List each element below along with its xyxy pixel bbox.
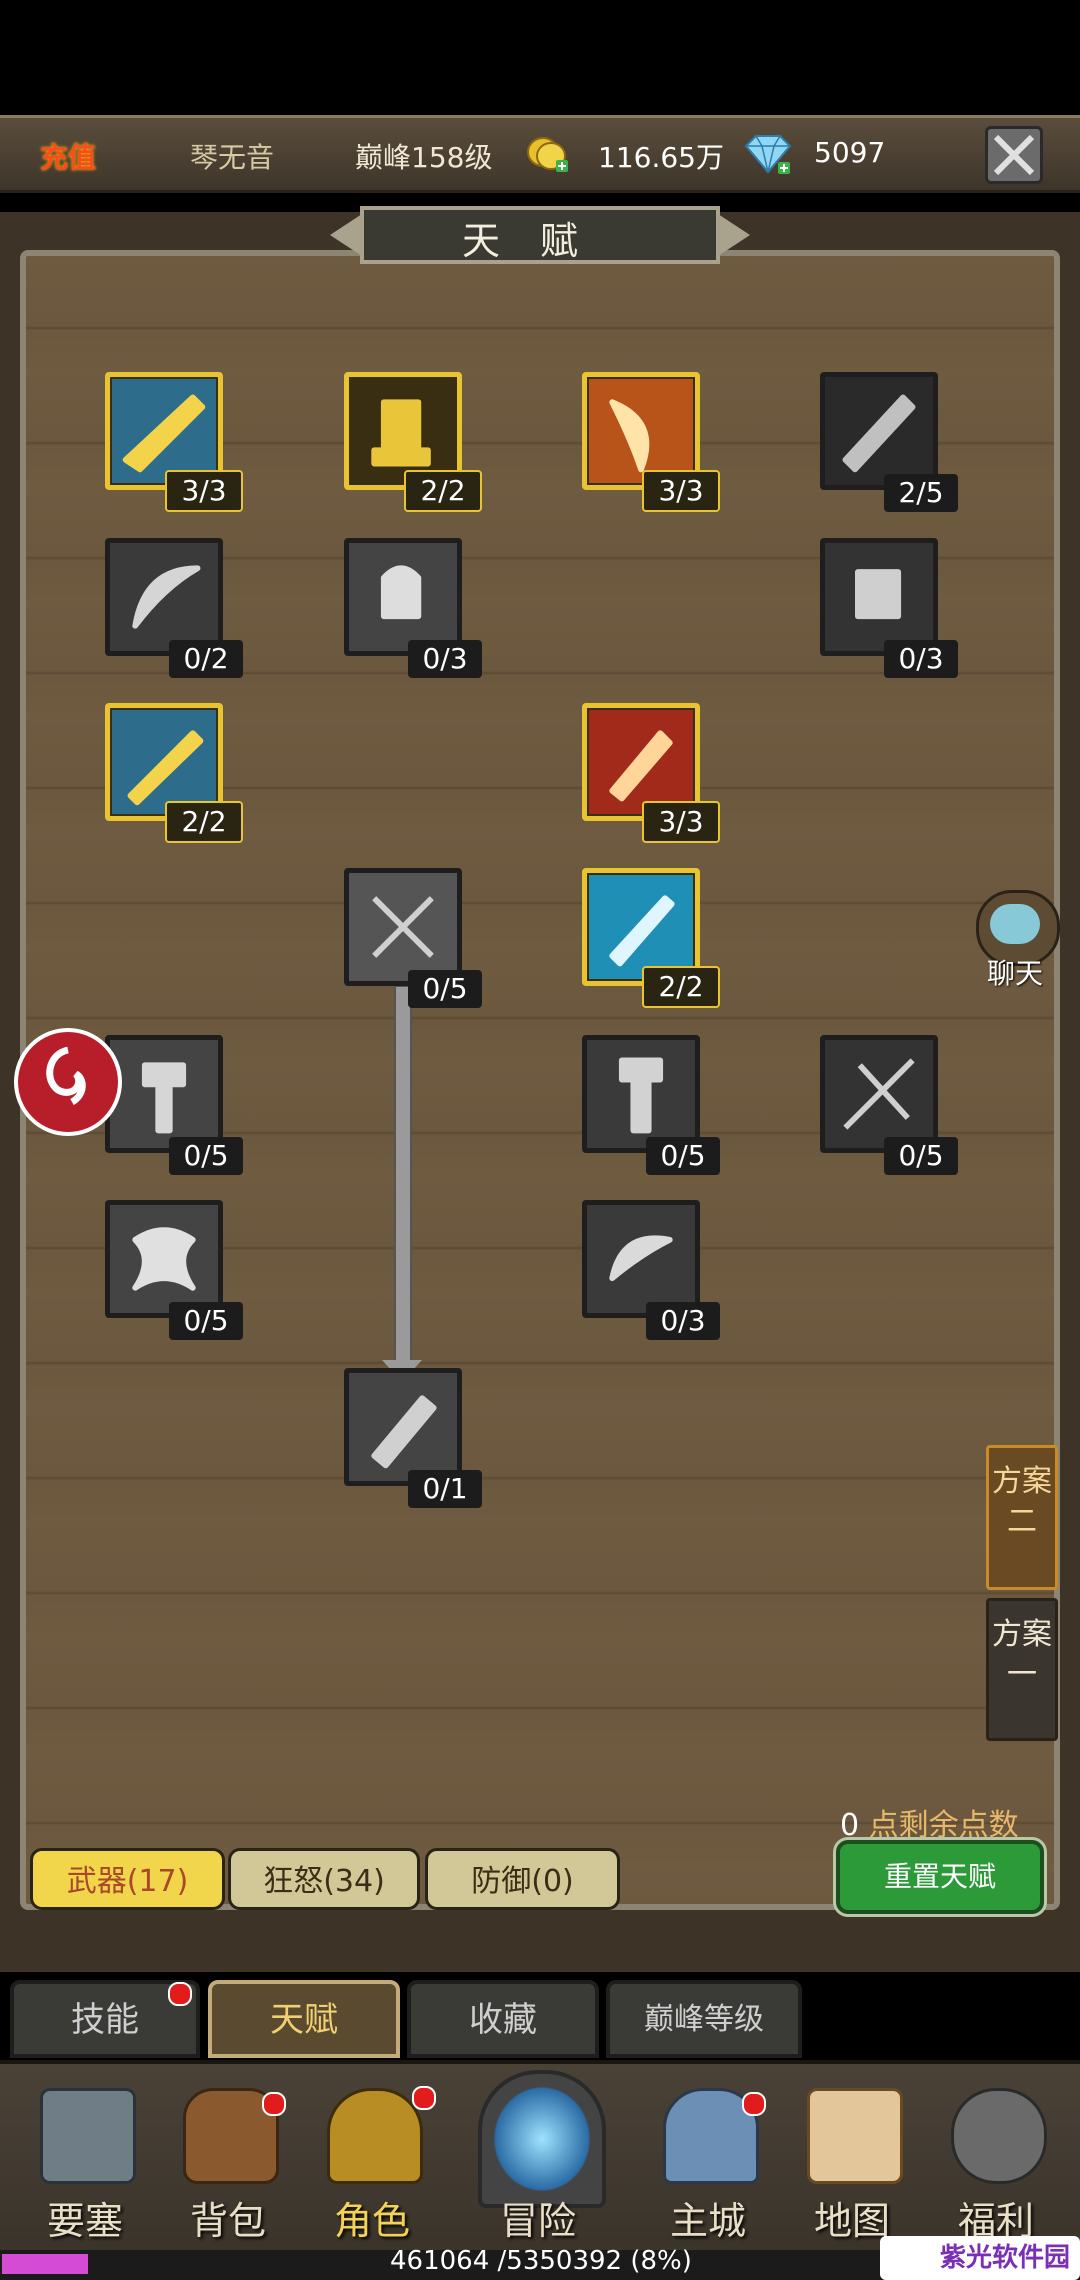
portal-icon (478, 2070, 606, 2208)
talent-node[interactable]: 0/3 (344, 538, 482, 678)
talent-node[interactable]: 0/3 (582, 1200, 720, 1340)
recharge-button[interactable]: 充值 (40, 141, 97, 174)
talent-icon (609, 895, 675, 967)
talent-node[interactable]: 0/5 (582, 1035, 720, 1175)
talent-icon (855, 569, 902, 620)
player-name: 琴无音 (190, 141, 275, 174)
notification-dot (262, 2092, 286, 2116)
helmet-icon (327, 2088, 423, 2184)
talent-point-count: 0/5 (169, 1302, 243, 1340)
talent-node[interactable]: 0/2 (105, 538, 243, 678)
talent-point-count: 3/3 (642, 470, 720, 512)
category-weapon-button[interactable]: 武器(17) (30, 1848, 225, 1910)
talent-point-count: 0/3 (408, 640, 482, 678)
remaining-points: 0 点剩余点数 (840, 1808, 1019, 1843)
notification-dot (168, 1982, 192, 2006)
tab-collection[interactable]: 收藏 (407, 1980, 599, 2058)
publisher-logo-badge (14, 1028, 122, 1136)
experience-text: 461064 /5350392 (8%) (390, 2246, 692, 2276)
tab-peak-level[interactable]: 巅峰等级 (606, 1980, 802, 2058)
talent-point-count: 0/5 (646, 1137, 720, 1175)
talent-icon (132, 565, 201, 629)
talent-point-count: 0/5 (884, 1137, 958, 1175)
tab-talent[interactable]: 天赋 (208, 1980, 400, 2058)
nav-welfare[interactable]: 福利 (936, 2070, 1056, 2250)
talent-point-count: 3/3 (165, 470, 243, 512)
diamond-amount: 5097 (814, 136, 886, 169)
notification-dot (742, 2092, 766, 2116)
talent-node[interactable]: 3/3 (582, 372, 720, 512)
nav-fortress[interactable]: 要塞 (25, 2070, 145, 2250)
notification-dot (412, 2086, 436, 2110)
talent-icon (842, 394, 916, 473)
talent-point-count: 0/3 (884, 640, 958, 678)
nav-adventure[interactable]: 冒险 (468, 2070, 608, 2250)
nav-main-city[interactable]: 主城 (648, 2070, 768, 2250)
talent-node[interactable]: 2/2 (582, 868, 720, 1008)
chat-label: 聊天 (986, 957, 1043, 990)
chat-bubble-icon (990, 904, 1040, 944)
talent-point-count: 2/5 (884, 474, 958, 512)
chat-button[interactable]: 聊天 (970, 890, 1060, 990)
gold-amount: 116.65万 (598, 141, 724, 174)
talent-node[interactable]: 2/2 (344, 372, 482, 512)
talent-icon (141, 1062, 187, 1134)
talent-point-count: 0/5 (408, 970, 482, 1008)
talent-node[interactable]: 3/3 (105, 372, 243, 512)
settings-crossed-swords-icon[interactable] (985, 126, 1043, 184)
castle-icon (663, 2088, 759, 2184)
talent-icon (618, 1057, 664, 1134)
talent-point-count: 0/3 (646, 1302, 720, 1340)
nav-map[interactable]: 地图 (792, 2070, 912, 2250)
gong-icon (951, 2088, 1047, 2184)
nav-role[interactable]: 角色 (312, 2070, 432, 2250)
talent-icon (127, 730, 204, 806)
category-rage-button[interactable]: 狂怒(34) (228, 1848, 420, 1910)
talent-icon (380, 565, 422, 620)
talent-point-count: 2/2 (642, 966, 720, 1008)
top-status-bar: 充值 琴无音 巅峰158级 116.65万 5097 (0, 115, 1080, 193)
plan-two-tab[interactable]: 方案二 (986, 1445, 1058, 1590)
talent-connector-line (394, 985, 412, 1374)
talent-node[interactable]: 2/5 (820, 372, 958, 512)
talent-point-count: 0/1 (408, 1470, 482, 1508)
talent-node[interactable]: 0/5 (820, 1035, 958, 1175)
talent-node[interactable]: 3/3 (582, 703, 720, 843)
gold-coin-icon[interactable] (525, 134, 571, 174)
talent-node[interactable]: 0/1 (344, 1368, 482, 1508)
talent-node[interactable]: 0/3 (820, 538, 958, 678)
scroll-map-icon (807, 2088, 903, 2184)
title-banner: 天赋 (330, 200, 750, 270)
talent-icon (609, 1235, 673, 1282)
category-defense-button[interactable]: 防御(0) (425, 1848, 620, 1910)
fortress-icon (40, 2088, 136, 2184)
talent-point-count: 3/3 (642, 801, 720, 843)
talent-icon (132, 1227, 196, 1291)
talent-node[interactable]: 0/5 (344, 868, 482, 1008)
talent-point-count: 0/2 (169, 640, 243, 678)
talent-node[interactable]: 0/5 (105, 1200, 243, 1340)
talent-icon (609, 399, 650, 473)
peak-level: 巅峰158级 (355, 141, 493, 174)
watermark: 紫光软件园 (880, 2236, 1080, 2280)
experience-bar-fill (2, 2254, 88, 2274)
reset-talents-button[interactable]: 重置天赋 (836, 1840, 1044, 1914)
diamond-icon[interactable] (742, 132, 794, 176)
talent-node[interactable]: 0/5 (105, 1035, 243, 1175)
talent-node[interactable]: 2/2 (105, 703, 243, 843)
talent-icon (122, 394, 206, 473)
talent-point-count: 0/5 (169, 1137, 243, 1175)
talent-icon (372, 896, 434, 958)
page-title: 天赋 (461, 219, 618, 263)
plan-one-tab[interactable]: 方案一 (986, 1598, 1058, 1741)
talent-point-count: 2/2 (165, 801, 243, 843)
talent-icon (609, 730, 673, 802)
talent-icon (371, 399, 431, 467)
talent-icon (843, 1058, 915, 1130)
talent-icon (371, 1395, 437, 1469)
talent-point-count: 2/2 (404, 470, 482, 512)
